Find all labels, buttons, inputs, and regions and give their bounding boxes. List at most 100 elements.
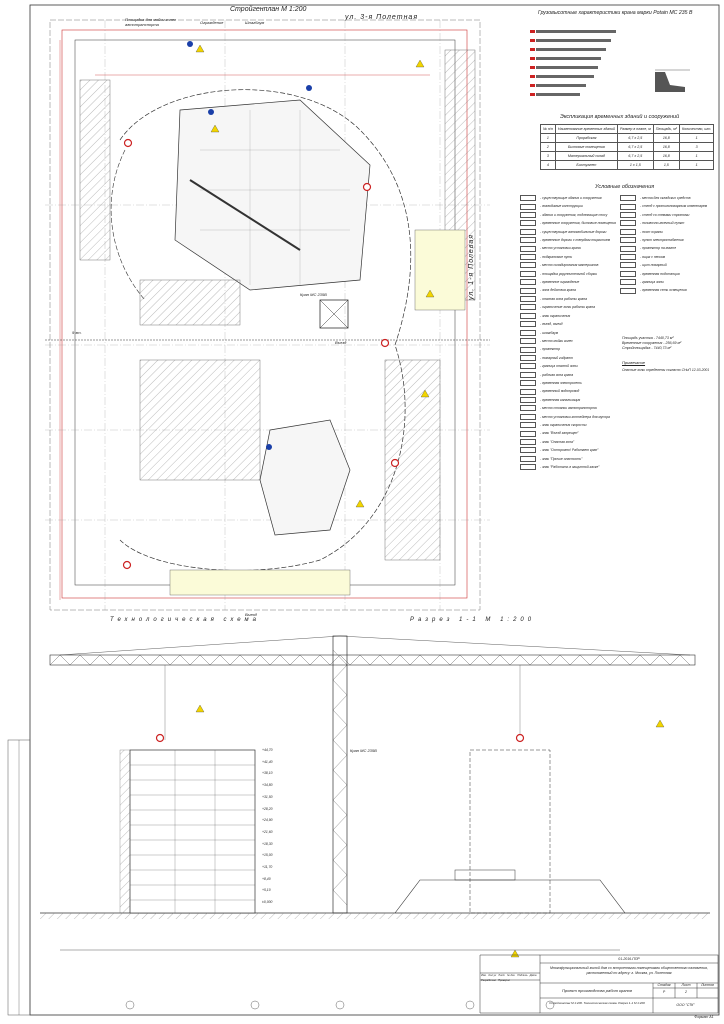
- legend-item-label: - место установки контейнера для мусора: [540, 414, 610, 419]
- legend-item: - временная электросеть: [520, 379, 616, 387]
- legend-item-label: - знак "Въезд запрещен": [540, 431, 579, 436]
- tb-sheets-header: Листов: [701, 983, 714, 987]
- legend-swatch: [520, 346, 536, 353]
- legend-item: - место мойки колес: [520, 337, 616, 345]
- legend-item-label: - временные сооружения, бытовые помещени…: [540, 221, 616, 226]
- plan-label-barrier: Шлагбаум: [245, 20, 265, 25]
- tb-sheet-header: Лист: [681, 983, 691, 987]
- legend-swatch: [620, 245, 636, 252]
- legend-item-label: - площадка укрупнительной сборки: [540, 271, 597, 276]
- legend-swatch: [520, 430, 536, 437]
- legend-item: - знак ограничения скорости: [520, 421, 616, 429]
- legend-item: - существующие здания и сооружения: [520, 194, 616, 202]
- elevation-mark: +18,30: [262, 841, 273, 846]
- legend-item: - знак "Опасная зона": [520, 438, 616, 446]
- table-cell: 1: [678, 151, 715, 161]
- legend-swatch: [520, 422, 536, 429]
- legend-item-label: - место стоянки автотранспорта: [540, 406, 597, 411]
- legend-item-label: - граница зоны: [640, 280, 664, 285]
- summary-line: Стройплощадка - 7440,73 м²: [622, 346, 672, 350]
- tb-stage-header: Стадия: [657, 983, 671, 987]
- legend-swatch: [520, 195, 536, 202]
- legend-item: - знак "Въезд запрещен": [520, 429, 616, 437]
- legend-item-label: - место складирования материалов: [540, 263, 599, 268]
- section-title-left: Технологическая схема: [110, 617, 260, 623]
- legend-item-label: - граница опасной зоны: [540, 364, 578, 369]
- legend-item-label: - поливочно-моечный пункт: [640, 221, 685, 226]
- legend-item: - ящик с песком: [620, 253, 707, 261]
- legend-item-label: - зона действия крана: [540, 288, 576, 293]
- tb-role: Лист: [498, 974, 505, 977]
- legend-item-label: - щит пожарный: [640, 263, 667, 268]
- plan-label-wash: Площадка для мойки колес автотранспорта: [125, 17, 177, 27]
- table-cell: Прорабская: [554, 133, 618, 143]
- legend-item: - временная канализация: [520, 396, 616, 404]
- legend-swatch: [520, 312, 536, 319]
- table-cell: 16,8: [652, 133, 680, 143]
- legend-item-label: - подкрановые пути: [540, 254, 573, 259]
- legend-item: - временное ограждение: [520, 278, 616, 286]
- legend-item-label: - место мойки колес: [540, 338, 573, 343]
- legend-item: - поливочно-моечный пункт: [620, 219, 707, 227]
- legend-item-label: - ограничение зоны работы крана: [540, 305, 596, 310]
- legend-item: - стенд с противопожарным инвентарем: [620, 202, 707, 210]
- legend-swatch: [520, 220, 536, 227]
- legend-item-label: - знак "Опасная зона": [540, 439, 575, 444]
- legend-swatch: [520, 455, 536, 462]
- tb-role: № док.: [506, 974, 516, 977]
- elevation-mark: ±0,000: [262, 900, 273, 905]
- note-text: Опасные зоны определены согласно СНиП 12…: [622, 368, 710, 372]
- plan-label-exit: Выезд: [245, 612, 257, 617]
- legend-item: - щит пожарный: [620, 261, 707, 269]
- legend-item: - место установки контейнера для мусора: [520, 413, 616, 421]
- legend-item: - площадка укрупнительной сборки: [520, 270, 616, 278]
- crane-chart-title: Грузовысотные характеристики крана марки…: [538, 10, 693, 16]
- legend-item: - прожектор: [520, 345, 616, 353]
- table-cell: 2: [540, 142, 556, 152]
- legend-swatch: [520, 228, 536, 235]
- legend-item-label: - знак "Осторожно! Работает кран": [540, 448, 599, 453]
- table-cell: 6,7 x 2,5: [616, 151, 654, 161]
- legend-swatch: [520, 354, 536, 361]
- legend-item-label: - места для складских средств: [640, 196, 691, 200]
- summary-line: Площадь участка - 7440,73 м²: [622, 336, 674, 340]
- legend-swatch: [520, 371, 536, 378]
- elevation-mark: +31,50: [262, 794, 273, 799]
- table-cell: Материальный склад: [554, 151, 618, 161]
- legend-swatch: [520, 237, 536, 244]
- legend-item: - возводимые конструкции: [520, 202, 616, 210]
- table-cell: Бытовые помещения: [554, 142, 618, 152]
- tb-role: Дата: [529, 974, 537, 977]
- legend-swatch: [620, 262, 636, 269]
- table-cell: 1: [678, 160, 715, 170]
- legend-swatch: [520, 329, 536, 336]
- note-title: Примечание: [622, 360, 646, 365]
- legend-item: - временный водопровод: [520, 387, 616, 395]
- legend-swatch: [620, 237, 636, 244]
- legend-right: - места для складских средств - стенд с п…: [620, 194, 707, 295]
- legend-swatch: [620, 220, 636, 227]
- table-cell: 3: [540, 151, 556, 161]
- legend-swatch: [620, 203, 636, 210]
- legend-item: - знак ограничения: [520, 312, 616, 320]
- legend-item: - граница опасной зоны: [520, 362, 616, 370]
- legend-swatch: [520, 279, 536, 286]
- legend-item: - знак "Прочие опасности": [520, 455, 616, 463]
- legend-item-label: - пункт электроснабжения: [640, 238, 684, 243]
- plan-label-crane: Кран МС 235В: [300, 292, 327, 297]
- tb-code: 01-2016-ППР: [618, 957, 640, 961]
- legend-swatch: [520, 396, 536, 403]
- table-cell: 1: [678, 133, 715, 143]
- legend-swatch: [520, 270, 536, 277]
- legend-item-label: - знак "Работать в защитной каске": [540, 465, 600, 469]
- legend-swatch: [520, 405, 536, 412]
- plan-label-floors: 9 эт.: [72, 330, 82, 335]
- explication-title: Экспликация временных зданий и сооружени…: [560, 114, 680, 120]
- plan-sign-icons: [122, 41, 435, 570]
- elevation-mark: +24,90: [262, 818, 273, 823]
- elevation-mark: +11,70: [262, 865, 273, 870]
- table-cell: 4: [540, 160, 556, 170]
